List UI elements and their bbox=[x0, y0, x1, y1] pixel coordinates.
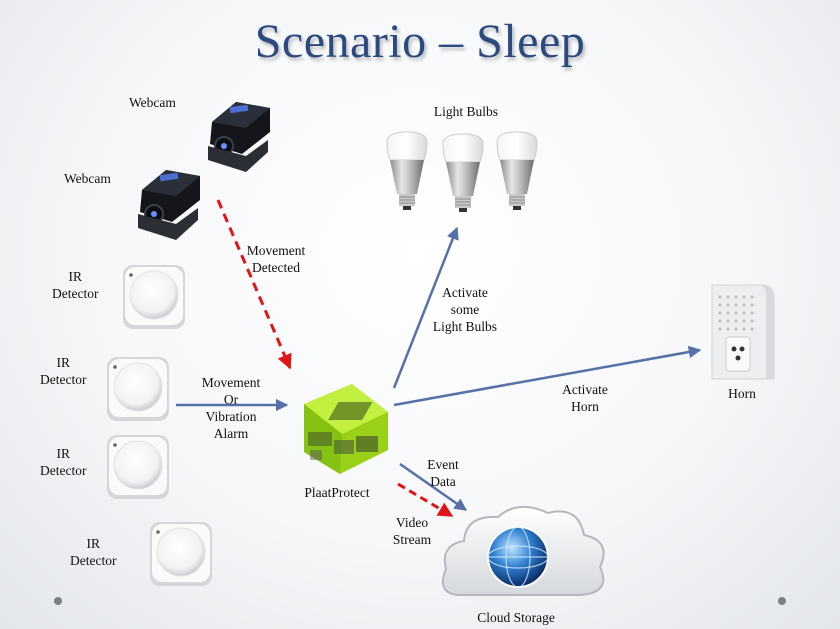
movement-vibration-alarm-label: Movement Or Vibration Alarm bbox=[201, 375, 261, 441]
arrow-activate-bulbs bbox=[392, 226, 459, 389]
light-bulb-icon bbox=[442, 133, 484, 212]
slide-dot-right bbox=[778, 597, 786, 605]
arrow-event-data bbox=[399, 462, 468, 512]
slide-title: Scenario – Sleep bbox=[254, 15, 586, 68]
webcam-icon bbox=[208, 102, 270, 172]
plaatprotect-hub-icon bbox=[304, 384, 388, 474]
light-bulb-icon bbox=[386, 131, 428, 210]
light-bulbs-label: Light Bulbs bbox=[433, 104, 499, 119]
event-data-label: Event Data bbox=[427, 457, 459, 489]
activate-horn-label: Activate Horn bbox=[562, 382, 608, 414]
arrow-movement-detected bbox=[216, 199, 292, 370]
cloud-storage-label: Cloud Storage bbox=[477, 610, 555, 625]
slide-dot-left bbox=[54, 597, 62, 605]
hub-label: PlaatProtect bbox=[304, 485, 370, 500]
ir-detector-label: IR Detector bbox=[40, 446, 87, 478]
horn-siren-icon bbox=[711, 284, 775, 380]
ir-detector-label: IR Detector bbox=[52, 269, 99, 301]
webcam-label: Webcam bbox=[129, 95, 176, 110]
ir-detector-label: IR Detector bbox=[70, 536, 117, 568]
ir-sensor-icon bbox=[107, 357, 169, 421]
ir-sensor-icon bbox=[123, 265, 185, 329]
arrow-activate-horn bbox=[393, 345, 702, 407]
arrow-video-stream bbox=[397, 482, 454, 518]
webcam-icon bbox=[138, 170, 200, 240]
cloud-storage-icon bbox=[442, 506, 605, 596]
movement-detected-label: Movement Detected bbox=[246, 243, 306, 275]
light-bulb-icon bbox=[496, 131, 538, 210]
horn-label: Horn bbox=[728, 386, 756, 401]
ir-sensor-icon bbox=[107, 435, 169, 499]
video-stream-label: Video Stream bbox=[392, 515, 432, 547]
webcam-label: Webcam bbox=[64, 171, 111, 186]
ir-detector-label: IR Detector bbox=[40, 355, 87, 387]
ir-sensor-icon bbox=[150, 522, 212, 586]
activate-bulbs-label: Activate some Light Bulbs bbox=[432, 285, 498, 334]
